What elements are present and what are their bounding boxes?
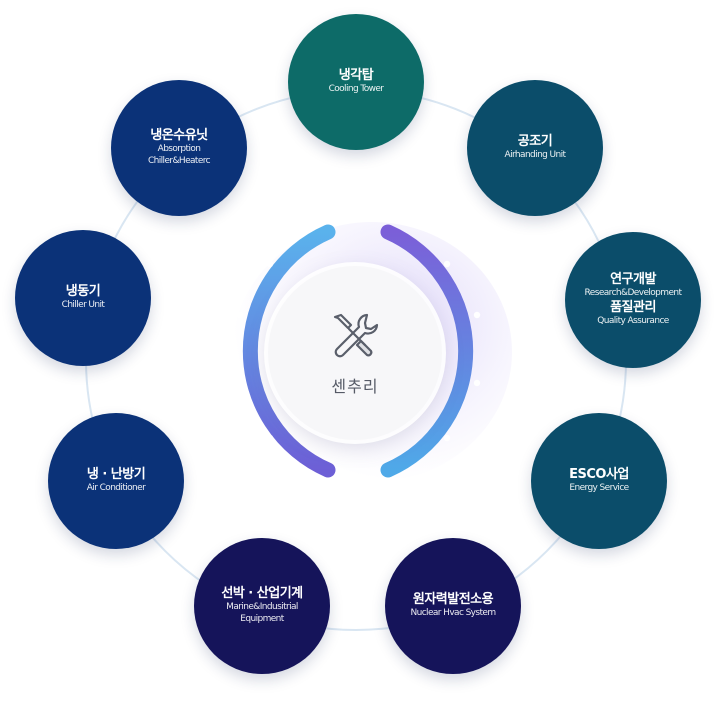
node-subtitle: Absorption [157,144,201,155]
node-title: 냉각탑 [338,68,374,84]
arc-dot [473,311,481,319]
node-subtitle: Air Conditioner [86,483,146,494]
wrench-screwdriver-icon [333,313,379,358]
node-title: 냉온수유닛 [150,128,208,144]
node-title: 선박 · 산업기계 [221,586,303,602]
arc-dot [236,311,244,319]
node-title: 원자력발전소용 [412,592,494,608]
arc-dot [443,260,451,268]
node-air-handling-unit[interactable]: 공조기 Airhanding Unit [467,80,603,216]
left-arc [242,224,336,478]
node-subtitle: Cooling Tower [328,84,384,95]
node-title: 공조기 [517,134,553,150]
node-marine-industrial[interactable]: 선박 · 산업기계 Marine&Indusitrial Equipment [194,538,330,674]
node-chiller[interactable]: 냉동기 Chiller Unit [15,230,151,366]
right-arc [380,224,474,478]
arc-dot [473,379,481,387]
node-subtitle: Marine&Indusitrial [226,602,298,613]
node-title: 냉동기 [65,284,101,300]
arc-dot [266,260,274,268]
node-air-conditioner[interactable]: 냉 · 난방기 Air Conditioner [48,413,184,549]
node-subtitle-2: Chiller&Heaterc [147,156,211,167]
arc-dot [266,434,274,442]
node-title-2: 품질관리 [610,300,656,315]
node-title: 연구개발 [610,272,656,288]
node-title: ESCO사업 [569,467,629,483]
arc-dot [443,434,451,442]
node-subtitle: Airhanding Unit [504,150,567,161]
node-subtitle: Energy Service [569,483,629,494]
node-rnd-qa[interactable]: 연구개발 Research&Development 품질관리 Quality A… [565,232,701,368]
node-esco[interactable]: ESCO사업 Energy Service [531,413,667,549]
node-absorption[interactable]: 냉온수유닛 Absorption Chiller&Heaterc [111,80,247,216]
node-nuclear[interactable]: 원자력발전소용 Nuclear Hvac System [385,538,521,674]
arc-dot [236,379,244,387]
node-subtitle: Research&Development [584,288,682,299]
center-circle: 센추리 [268,266,442,440]
node-subtitle: Nuclear Hvac System [410,608,496,619]
node-subtitle: Chiller Unit [61,300,105,311]
center-label: 센추리 [331,377,379,396]
node-subtitle-2: Equipment [240,614,284,625]
node-cooling-tower[interactable]: 냉각탑 Cooling Tower [288,14,424,150]
node-title: 냉 · 난방기 [86,467,146,483]
arc-dots [236,260,481,442]
node-subtitle-2: Quality Assurance [597,316,669,327]
